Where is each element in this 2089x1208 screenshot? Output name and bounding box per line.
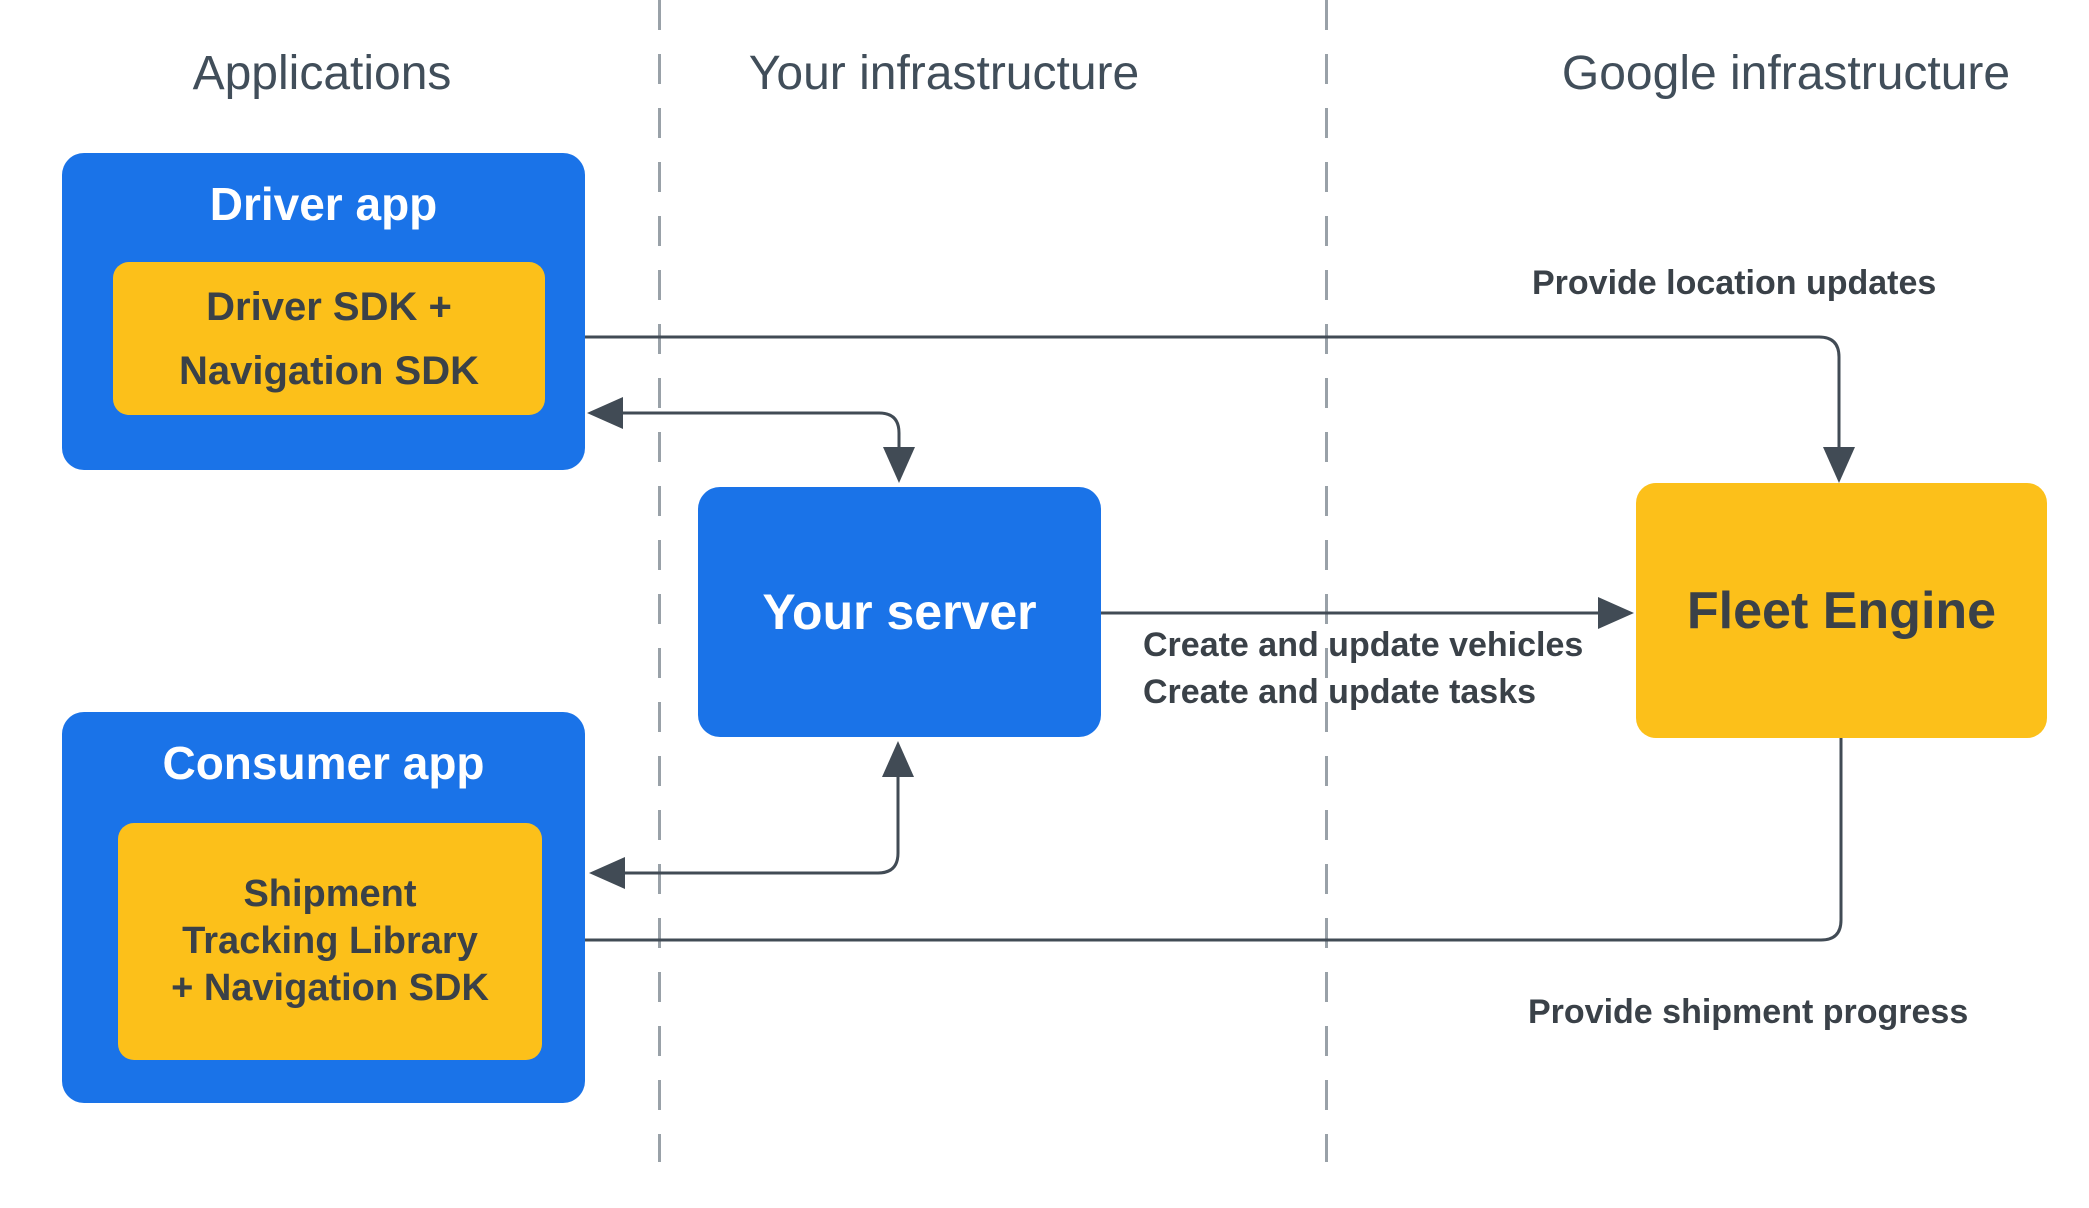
edge-driver-app-your-server-arrowhead-left [587,397,623,429]
column-heading-applications: Applications [192,47,452,100]
consumer-app-title: Consumer app [162,737,485,789]
driver-sdk-line-1: Driver SDK + [206,284,452,329]
driver-sdk-line-2: Navigation SDK [178,348,480,393]
label-create-update-tasks: Create and update tasks [1143,673,1537,711]
edge-your-server-fleet-arrowhead-right [1598,597,1634,629]
column-divider-left [658,0,661,1162]
edge-your-server-consumer-arrowhead-left [589,857,625,889]
label-create-and-update: Create and update vehicles Create and up… [1143,622,1583,716]
label-create-update-vehicles: Create and update vehicles [1143,626,1584,664]
shipment-library-line-3: + Navigation SDK [171,967,489,1009]
column-divider-right [1325,0,1328,1162]
shipment-library-line-2: Tracking Library [182,920,478,962]
edge-driver-app-your-server-line [623,411,901,449]
node-your-server: Your server [698,487,1101,737]
edge-driver-app-your-server-arrowhead-down [883,447,915,483]
label-provide-location-updates: Provide location updates [1532,264,1937,302]
column-heading-your-infrastructure: Your infrastructure [748,47,1140,100]
node-shipment-tracking-library: Shipment Tracking Library + Navigation S… [118,823,542,1060]
driver-app-title: Driver app [209,178,438,230]
edge-your-server-consumer-line [625,777,900,875]
edge-fleet-to-driver-sdk-arrowhead-down [1823,447,1855,483]
shipment-library-line-1: Shipment [243,873,417,915]
edge-fleet-consumer-line [580,738,1843,942]
edge-fleet-to-driver-sdk-line [585,335,1841,449]
column-heading-google-infrastructure: Google infrastructure [1561,47,2011,100]
your-server-title: Your server [762,584,1037,640]
node-fleet-engine: Fleet Engine [1636,483,2047,738]
fleet-engine-title: Fleet Engine [1686,581,1997,640]
node-driver-sdk: Driver SDK + Navigation SDK [113,262,545,415]
label-provide-shipment-progress: Provide shipment progress [1528,993,1969,1031]
edge-your-server-consumer-arrowhead-up [882,741,914,777]
